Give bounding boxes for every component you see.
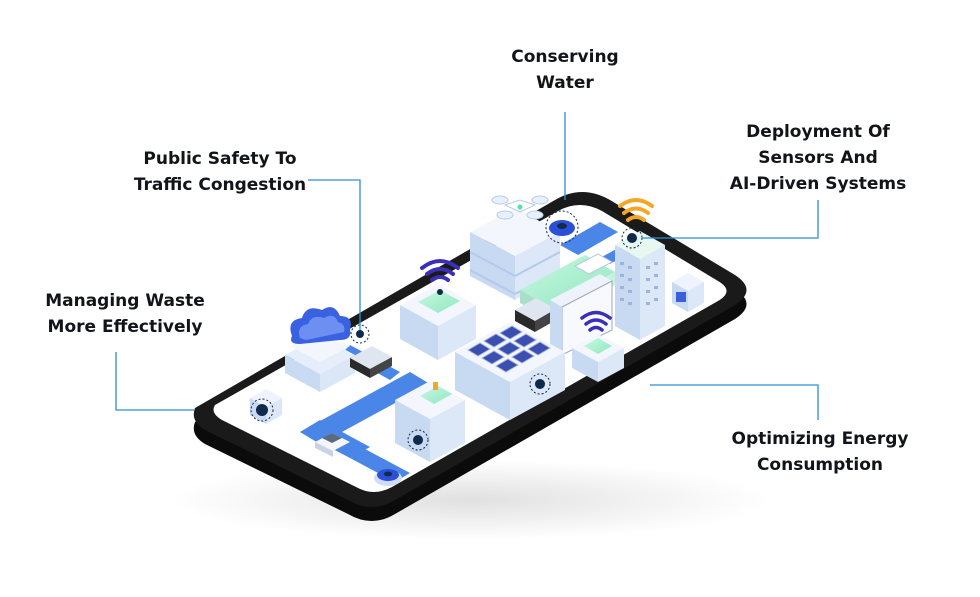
building-wifi-small <box>572 310 624 382</box>
waste-bin <box>250 389 282 424</box>
label-line: Traffic Congestion <box>133 175 307 195</box>
bus-icon <box>350 324 392 378</box>
sensor-icon <box>413 435 423 445</box>
label-line: Public Safety To <box>143 149 297 169</box>
phone-shadow <box>170 460 770 540</box>
cloud-server <box>285 307 355 392</box>
label-conserving-water: Conserving Water <box>490 44 640 96</box>
car-icon <box>315 433 350 457</box>
label-managing-waste: Managing Waste More Effectively <box>30 288 220 340</box>
road-main <box>300 372 430 444</box>
sensor-icon <box>256 404 268 416</box>
connector-sensors <box>642 200 819 239</box>
label-public-safety: Public Safety To Traffic Congestion <box>120 146 320 198</box>
road-upper <box>560 222 618 255</box>
connector-lines <box>115 112 819 420</box>
wifi-signal-icon <box>420 259 460 282</box>
building-office <box>395 381 465 462</box>
sensor-icon <box>535 379 545 389</box>
sensor-disc-bottom <box>374 469 402 486</box>
wifi-signal-icon <box>618 198 654 222</box>
connector-safety <box>308 179 361 330</box>
label-line: Conserving <box>511 47 619 67</box>
connector-waste <box>115 352 194 411</box>
label-line: Deployment Of <box>746 122 890 142</box>
solar-panel-icon <box>467 325 551 373</box>
tower-building <box>615 198 665 340</box>
label-line: Consumption <box>756 455 884 475</box>
label-line: Sensors And <box>758 148 878 168</box>
label-sensors-ai: Deployment Of Sensors And AI-Driven Syst… <box>718 119 918 197</box>
building-antenna <box>400 259 476 360</box>
drone-icon <box>491 195 549 220</box>
connector-energy <box>650 384 819 420</box>
water-tank-building <box>469 208 561 300</box>
label-line: Water <box>536 73 594 93</box>
server-box-right <box>672 273 704 312</box>
solar-building <box>455 322 565 420</box>
label-optimizing-energy: Optimizing Energy Consumption <box>710 426 930 478</box>
glass-building <box>550 274 613 356</box>
wifi-signal-icon <box>580 310 612 332</box>
sensor-disc-top <box>545 210 579 244</box>
cloud-icon <box>290 307 351 344</box>
label-line: More Effectively <box>47 317 203 337</box>
label-line: Optimizing Energy <box>731 429 909 449</box>
label-line: AI-Driven Systems <box>729 174 907 194</box>
label-line: Managing Waste <box>45 291 205 311</box>
